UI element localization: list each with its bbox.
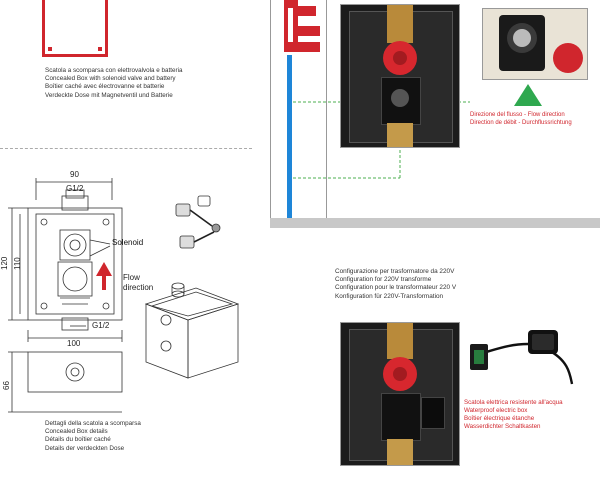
details-caption: Dettagli della scatola a scomparsa Conce…: [45, 420, 141, 453]
caption-line: Détails du boîtier caché: [45, 436, 111, 444]
concealed-box-thumbnail: [42, 0, 108, 57]
solenoid-label: Solenoid: [112, 238, 144, 247]
wall-scene: [270, 0, 600, 228]
flow-direction-arrow-icon: [96, 262, 112, 290]
floor: [270, 218, 600, 228]
caption-line: Scatola elettrica resistente all'acqua: [464, 399, 563, 406]
caption-line: Configuration for 220V transforme: [335, 276, 432, 284]
section-divider: [0, 148, 252, 149]
transformer-caption: Configurazione per trasformatore da 220V…: [335, 268, 456, 301]
caption-line: Details der verdeckten Dose: [45, 444, 125, 452]
box-interior-photo: [340, 4, 460, 148]
caption-line: Direzione del flusso - Flow direction: [470, 112, 565, 118]
caption-line: Verdeckte Dose mit Magnetventil und Batt…: [45, 91, 173, 99]
electric-box-caption: Scatola elettrica resistente all'acqua W…: [464, 399, 563, 431]
caption-line: Boîtier électrique étanche: [464, 415, 535, 422]
caption-line: Concealed Box with solenoid valve and ba…: [45, 75, 176, 83]
flow-label-2: direction: [123, 283, 154, 292]
flow-label-1: Flow: [123, 273, 140, 282]
thread-top-label: G1/2: [66, 184, 84, 193]
caption-line: Waterproof electric box: [464, 407, 528, 414]
caption-line: Configurazione per trasformatore da 220V: [335, 268, 455, 275]
flow-direction-photo: [482, 8, 588, 80]
flow-caption: Direzione del flusso - Flow direction Di…: [470, 112, 572, 127]
thread-bottom-label: G1/2: [92, 321, 110, 330]
transformer-box-photo: [340, 322, 460, 466]
caption-line: Boîtier caché avec électrovanne et batte…: [45, 83, 165, 91]
caption-line: Konfiguration für 220V-Transformation: [335, 292, 444, 300]
water-pipe: [287, 55, 292, 218]
faucet-red: [284, 0, 320, 56]
caption-line: Configuration pour le transformateur 220…: [335, 284, 457, 292]
dim-width-top: 90: [70, 170, 79, 179]
caption-line: Direction de débit - Durchflussrichtung: [470, 119, 572, 126]
top-left-caption: Scatola a scomparsa con elettrovalvola e…: [45, 67, 183, 100]
dim-width-bottom: 100: [67, 339, 81, 348]
caption-line: Scatola a scomparsa con elettrovalvola e…: [45, 67, 183, 74]
caption-line: Wasserdichter Schaltkasten: [464, 423, 541, 430]
caption-line: Concealed Box details: [45, 428, 108, 436]
caption-line: Dettagli della scatola a scomparsa: [45, 420, 141, 427]
